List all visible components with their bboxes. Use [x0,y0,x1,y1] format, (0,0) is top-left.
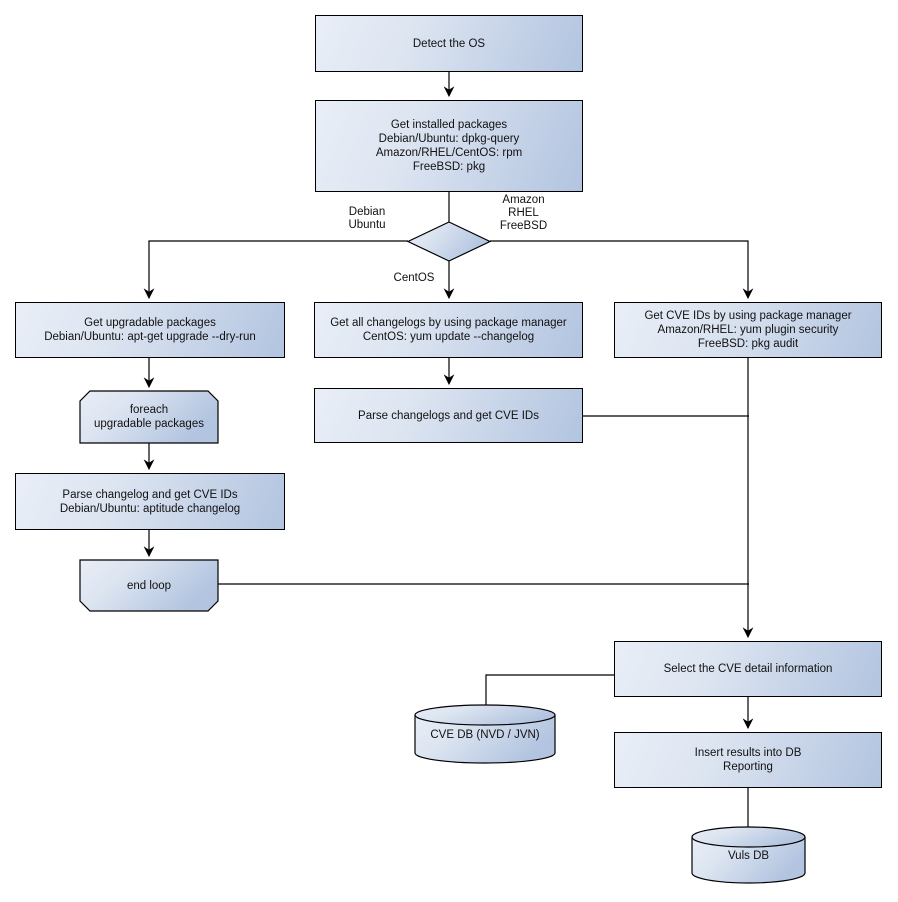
node-detect-os: Detect the OS [315,15,583,72]
node-get-all-changelogs-label: Get all changelogs by using package mana… [330,317,567,343]
cve-db-cylinder-body [414,715,556,764]
node-get-upgradable-packages-label: Get upgradable packages Debian/Ubuntu: a… [44,317,256,343]
cve-db-cylinder-top [414,704,556,726]
node-select-cve-detail-label: Select the CVE detail information [663,663,833,675]
connector-select-to-cvedb [485,674,614,706]
connector-decision-to-upgradable [143,240,408,300]
edge-label-centos: CentOS [393,272,435,284]
node-get-all-changelogs: Get all changelogs by using package mana… [314,302,583,358]
node-get-cve-ids-label: Get CVE IDs by using package manager Ama… [644,310,852,350]
node-insert-results-label: Insert results into DB Reporting [694,747,802,773]
os-decision-diamond [406,221,492,262]
end-loop-shape [79,559,219,612]
node-select-cve-detail: Select the CVE detail information [614,641,882,697]
node-parse-changelogs: Parse changelogs and get CVE IDs [314,388,583,443]
node-detect-os-label: Detect the OS [412,37,486,50]
vuls-db-cylinder-body [691,837,806,884]
node-get-cve-ids: Get CVE IDs by using package manager Ama… [614,302,882,358]
node-insert-results: Insert results into DB Reporting [614,732,882,788]
node-get-upgradable-packages: Get upgradable packages Debian/Ubuntu: a… [15,302,285,358]
node-get-installed-packages: Get installed packages Debian/Ubuntu: dp… [315,100,583,192]
edge-label-amazon-rhel-freebsd: Amazon RHEL FreeBSD [499,194,548,232]
node-parse-changelog: Parse changelog and get CVE IDs Debian/U… [15,473,285,530]
foreach-loop-shape [79,390,219,444]
node-parse-changelog-label: Parse changelog and get CVE IDs Debian/U… [59,488,241,515]
node-get-installed-packages-label: Get installed packages Debian/Ubuntu: dp… [375,119,523,173]
edge-label-debian-ubuntu: Debian Ubuntu [348,206,386,231]
vuls-db-cylinder-top [691,826,806,848]
connector-decision-to-getcveids [490,240,754,300]
node-parse-changelogs-label: Parse changelogs and get CVE IDs [358,409,539,422]
